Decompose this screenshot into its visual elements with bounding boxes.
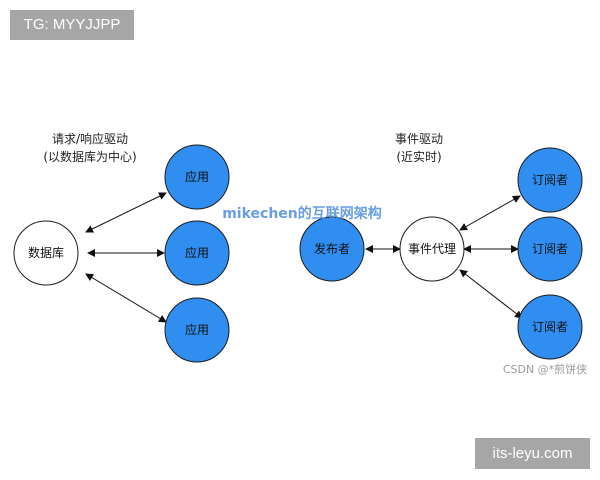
publisher-label: 发布者 <box>314 241 350 256</box>
connector-db-app3 <box>85 273 167 323</box>
publisher-node: 发布者 <box>299 216 365 282</box>
right-caption-line2: (近实时) <box>396 149 441 164</box>
broker-label: 事件代理 <box>408 242 456 256</box>
tag-badge: TG: MYYJJPP <box>10 10 134 40</box>
subscriber-node-1: 订阅者 <box>517 147 583 213</box>
database-label: 数据库 <box>28 245 64 260</box>
right-caption-line1: 事件驱动 <box>395 132 443 146</box>
app-node-3: 应用 <box>164 297 230 363</box>
database-node: 数据库 <box>13 220 79 286</box>
subscriber-label: 订阅者 <box>532 173 568 187</box>
broker-node: 事件代理 <box>399 216 465 282</box>
center-watermark: mikechen的互联网架构 <box>222 205 382 222</box>
left-caption-line1: 请求/响应驱动 <box>52 131 128 146</box>
connector-broker-sub1 <box>459 195 521 231</box>
app-node-2: 应用 <box>164 220 230 286</box>
app-label: 应用 <box>185 245 209 260</box>
csdn-watermark: CSDN @*煎饼侠 <box>503 362 587 376</box>
left-caption-line2: (以数据库为中心) <box>43 149 136 164</box>
app-label: 应用 <box>185 169 209 184</box>
connector-broker-sub3 <box>459 269 523 319</box>
app-label: 应用 <box>185 322 209 337</box>
subscriber-node-2: 订阅者 <box>517 216 583 282</box>
app-node-1: 应用 <box>164 144 230 210</box>
connector-db-app1 <box>85 192 167 233</box>
subscriber-label: 订阅者 <box>532 242 568 256</box>
site-badge: its-leyu.com <box>475 438 590 469</box>
subscriber-node-3: 订阅者 <box>517 294 583 360</box>
subscriber-label: 订阅者 <box>532 320 568 334</box>
